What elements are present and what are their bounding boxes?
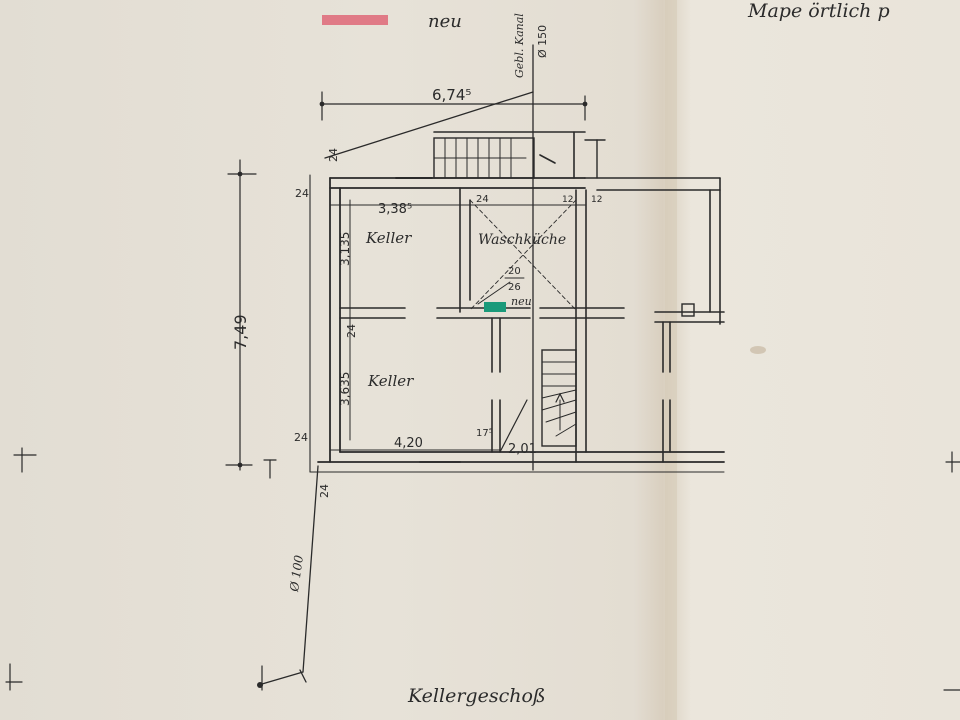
legend-label: neu xyxy=(428,11,462,32)
wash-diagonal-a xyxy=(469,199,577,311)
exterior-walls xyxy=(317,177,725,463)
room-keller-bottom: Keller xyxy=(367,372,414,390)
pipe-top-label: Gebl. Kanal xyxy=(513,13,526,78)
dim-wall-24-g: 17⁵ xyxy=(476,428,493,439)
dim-wall-24-e: 24 xyxy=(318,484,331,498)
stair-bottom xyxy=(541,349,577,447)
dim-opening-top: 20 xyxy=(508,266,521,277)
dim-bottom-left: 4,20 xyxy=(394,436,423,451)
top-right-note: Mape örtlich p xyxy=(747,0,890,22)
dim-wall-24-c: 24 xyxy=(345,324,358,338)
dim-inner-12-a: 12 xyxy=(562,195,573,205)
room-waschkueche: Waschküche xyxy=(478,232,566,248)
dim-keller-width: 3,38⁵ xyxy=(378,202,412,217)
pipe-bottom-diameter: Ø 100 xyxy=(287,554,306,594)
dim-inner-12-b: 12 xyxy=(591,195,602,205)
door-swing xyxy=(499,399,528,453)
dim-top-width: 6,74⁵ xyxy=(432,86,471,104)
paper-fold xyxy=(665,0,677,720)
pipe-top-diameter: Ø 150 xyxy=(536,25,549,58)
dim-wall-24-a: 24 xyxy=(295,187,309,200)
boundary-diagonal xyxy=(324,91,534,159)
dim-bottom-right: 2,01 xyxy=(508,442,537,457)
dim-opening-bottom: 26 xyxy=(508,282,521,293)
room-keller-top: Keller xyxy=(365,229,412,247)
dim-keller-bottom-height: 3,635 xyxy=(338,372,352,406)
wash-diagonal-b xyxy=(469,199,577,311)
paper-stain xyxy=(750,346,766,354)
pipe-bottom xyxy=(257,465,319,691)
dim-wall-24-b: 24 xyxy=(327,148,340,162)
top-dimension xyxy=(319,91,588,121)
opening-leader xyxy=(477,281,511,305)
stair-top xyxy=(433,131,586,179)
dim-wall-24-d: 24 xyxy=(294,431,308,444)
new-marker-box xyxy=(484,302,506,312)
new-marker-label: neu xyxy=(511,295,532,308)
drawing-title: Kellergeschoß xyxy=(407,685,546,707)
dim-wall-24-f: 24 xyxy=(476,194,489,205)
dim-overall-height: 7,49 xyxy=(231,314,250,350)
left-dimension xyxy=(225,159,257,471)
legend-swatch xyxy=(322,15,388,25)
dim-keller-top-height: 3,135 xyxy=(338,232,352,266)
